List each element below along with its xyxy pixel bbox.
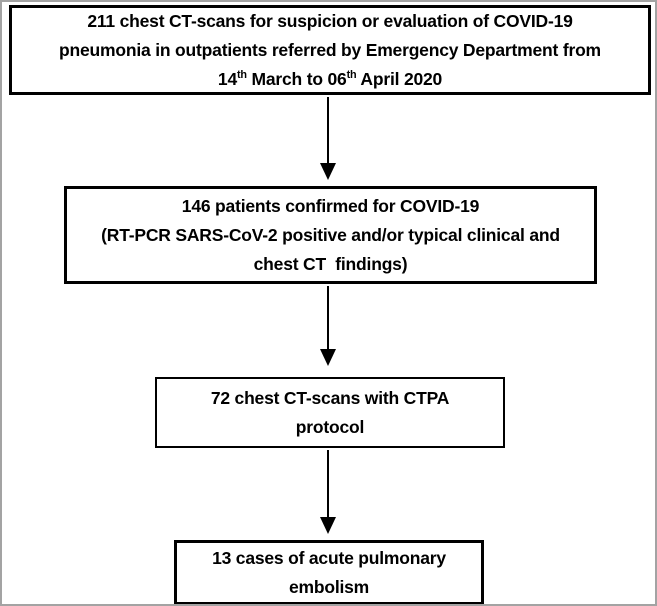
node-text-line: (RT-PCR SARS-CoV-2 positive and/or typic… (101, 224, 560, 245)
arrow-shaft (327, 286, 329, 349)
text-segment: April 2020 (356, 68, 443, 89)
flow-arrow-down-3 (320, 450, 336, 534)
arrow-head-down-icon (320, 163, 336, 180)
flow-node-acute-pulmonary-embolism: 13 cases of acute pulmonary embolism (174, 540, 484, 604)
node-text-line: embolism (288, 576, 370, 597)
text-segment: March to 06 (246, 68, 347, 89)
ordinal-suffix: th (346, 68, 357, 81)
node-text-line: 211 chest CT-scans for suspicion or eval… (87, 10, 573, 31)
arrow-head-down-icon (320, 349, 336, 366)
node-text-line: protocol (295, 416, 365, 437)
node-text-line: chest CT findings) (253, 253, 408, 274)
node-text-line-dates: 14th March to 06th April 2020 (218, 65, 442, 94)
node-text-line: pneumonia in outpatients referred by Eme… (59, 39, 601, 60)
flow-node-initial-ct-scans: 211 chest CT-scans for suspicion or eval… (9, 5, 651, 95)
node-text-line: 146 patients confirmed for COVID-19 (181, 195, 480, 216)
arrow-shaft (327, 450, 329, 517)
text-segment: 14 (217, 68, 237, 89)
ordinal-suffix: th (237, 68, 247, 81)
node-text-line: 13 cases of acute pulmonary (212, 547, 446, 568)
flow-node-confirmed-covid19: 146 patients confirmed for COVID-19 (RT-… (64, 186, 597, 284)
flow-arrow-down-2 (320, 286, 336, 366)
arrow-shaft (327, 97, 329, 163)
arrow-head-down-icon (320, 517, 336, 534)
node-text-line: 72 chest CT-scans with CTPA (210, 387, 450, 408)
flow-node-ctpa-protocol: 72 chest CT-scans with CTPA protocol (155, 377, 505, 448)
flow-arrow-down-1 (320, 97, 336, 180)
